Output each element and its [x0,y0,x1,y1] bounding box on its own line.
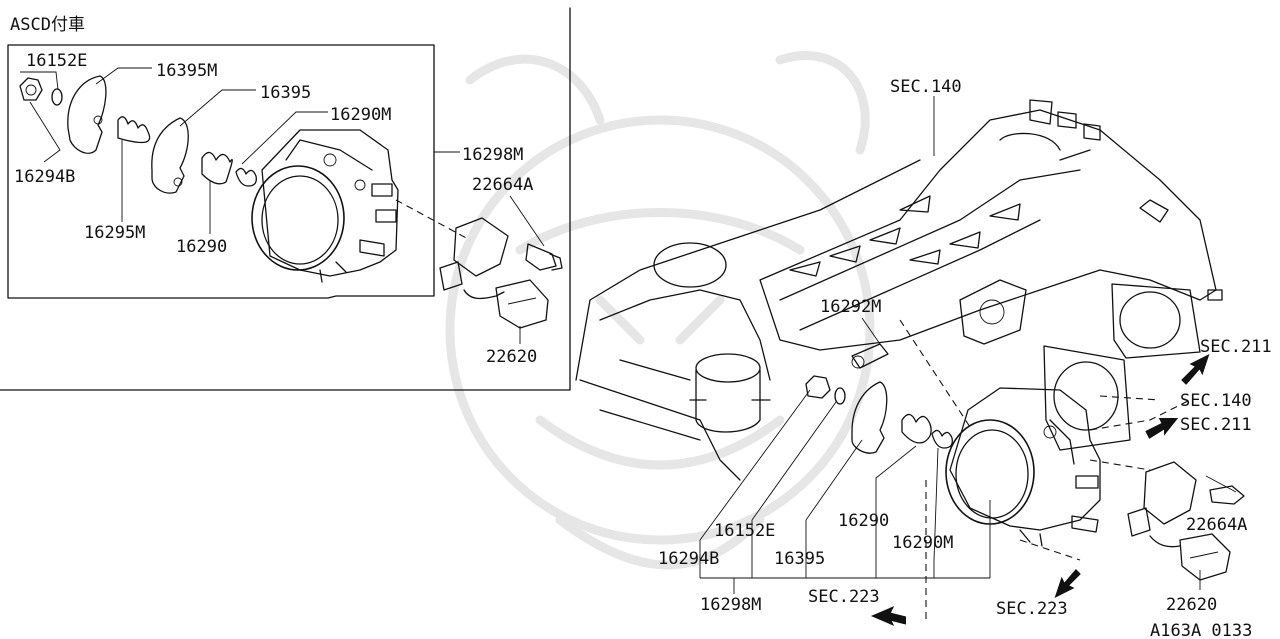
spring-16290-icon [201,151,233,185]
label-16395-main: 16395 [774,549,825,569]
arrow-sec211-b-icon [1145,418,1179,439]
label-22620-main: 22620 [1166,595,1217,615]
label-22620: 22620 [486,347,537,367]
lever-16395m-icon [67,75,107,154]
engine-block-icon [575,159,921,481]
arrow-sec223-b-icon [1054,569,1081,598]
label-16290-main: 16290 [838,511,889,531]
label-22664a: 22664A [472,175,533,195]
label-sec211-b: SEC.211 [1180,415,1252,435]
bolt-22664a-main-icon [1209,485,1245,505]
lever-16395-icon [151,117,189,194]
label-16292m: 16292M [820,297,881,317]
nut-16294b-icon [19,77,43,101]
label-sec223-b: SEC.223 [996,599,1068,619]
throttle-body-inset-icon [251,129,399,283]
label-16395m: 16395M [156,61,217,81]
label-sec140-top: SEC.140 [890,77,962,97]
inset-title: ASCD付車 [10,15,85,35]
label-22664a-main: 22664A [1186,515,1247,535]
label-sec223-a: SEC.223 [808,587,880,607]
label-16290m-main: 16290M [892,533,953,553]
throttle-body-main-icon [945,387,1101,547]
label-16290m: 16290M [330,105,391,125]
label-sec211-a: SEC.211 [1200,337,1272,357]
label-16395: 16395 [260,83,311,103]
spring-16295m-icon [117,116,151,144]
sensor-22620-main-icon [1127,461,1231,581]
ascd-inset: ASCD付車 [0,7,571,391]
label-16152e-main: 16152E [714,521,775,541]
sensor-22620-inset-icon [439,217,549,329]
main-assembly: SEC.140 16292M SEC.211 SEC.140 SEC.211 2… [575,77,1272,639]
label-16298m-main: 16298M [700,595,761,615]
label-16152e: 16152E [26,51,87,71]
bolt-22664a-inset-icon [525,243,563,271]
watermark-emblem-icon [445,51,875,570]
label-sec140-b: SEC.140 [1180,391,1252,411]
label-16295m: 16295M [84,223,145,243]
washer-16152e-icon [51,88,63,106]
label-16294b: 16294B [14,167,75,187]
arrow-sec223-a-icon [870,606,906,626]
drawing-id: A163A 0133 [1150,621,1252,639]
label-16298m: 16298M [462,145,523,165]
label-16294b-main: 16294B [658,549,719,569]
throttle-gasket-icon [1043,283,1201,451]
intake-manifold-icon [759,99,1223,351]
spring-16290m-icon [235,167,257,187]
small-parts-main-icon [805,343,953,454]
label-16290: 16290 [176,237,227,257]
arrow-sec211-a-icon [1181,354,1210,385]
